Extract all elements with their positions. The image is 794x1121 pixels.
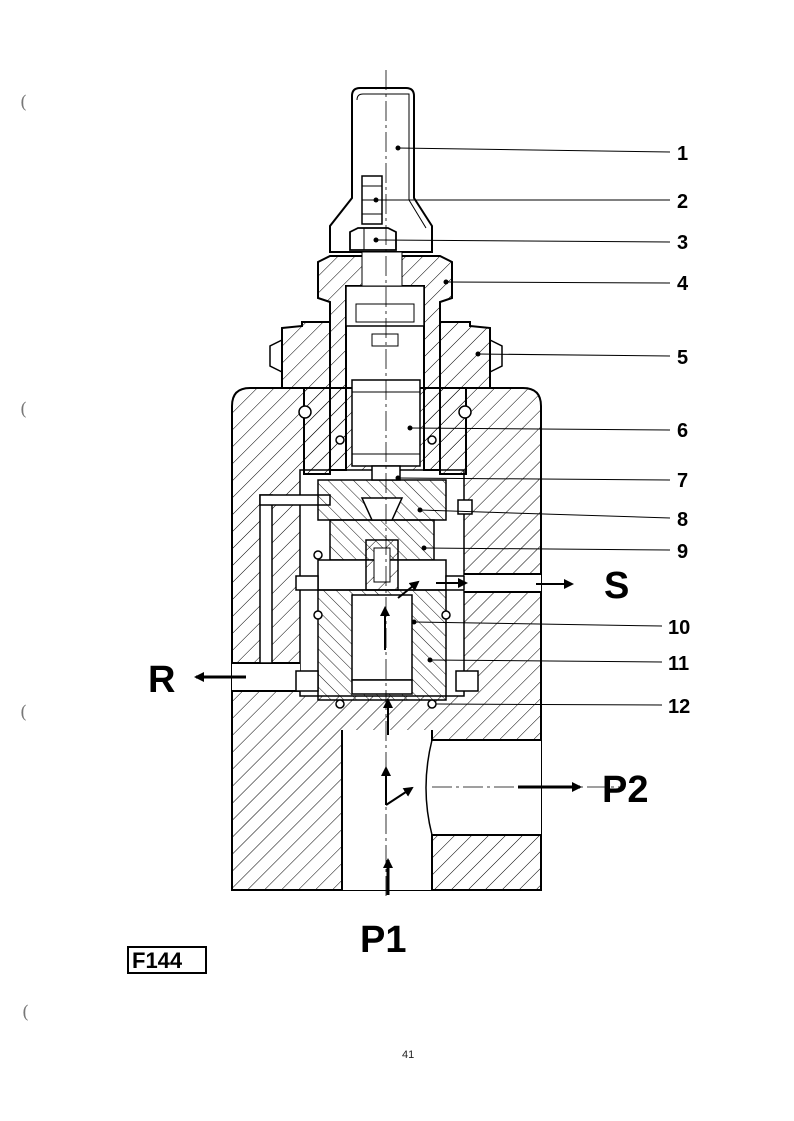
callout-9: 9 [677,541,688,563]
figure-label-text: F144 [132,948,183,973]
callout-numbers: 1 2 3 4 5 6 7 8 9 10 11 12 [668,143,690,718]
figure-label: F144 [127,946,207,974]
cartridge-insert [295,479,479,709]
callout-11: 11 [668,653,689,675]
callout-1: 1 [677,143,688,165]
leader-lines [375,147,671,706]
callout-7: 7 [677,470,688,492]
callout-8: 8 [677,509,688,531]
port-label-r: R [148,659,175,701]
port-labels: R S P1 P2 [148,565,648,961]
threaded-housing [269,321,503,475]
adjusting-nut [317,255,453,481]
port-label-p1: P1 [360,919,406,961]
callout-4: 4 [677,273,689,295]
callout-6: 6 [677,420,688,442]
callout-10: 10 [668,617,690,639]
port-label-p2: P2 [602,769,648,811]
callout-5: 5 [677,347,688,369]
callout-12: 12 [668,696,690,718]
callout-3: 3 [677,232,688,254]
port-label-s: S [604,565,629,607]
cap-and-stem [329,87,433,287]
margin-mark: ( [20,92,27,113]
margin-marks: ( ( ( ( [20,92,29,1023]
page-number: 41 [402,1049,414,1061]
margin-mark: ( [20,702,27,723]
margin-mark: ( [22,1002,29,1023]
margin-mark: ( [20,399,27,420]
callout-2: 2 [677,191,688,213]
leader-dots [373,145,481,663]
flow-arrows [194,578,582,895]
